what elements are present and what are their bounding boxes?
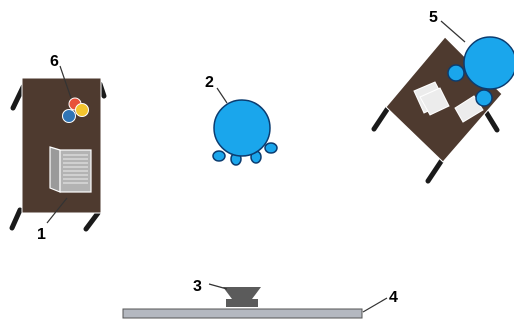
callout-1: 1	[37, 226, 46, 243]
cups-icon	[62, 97, 89, 123]
leader-lines	[46, 20, 466, 313]
callout-labels: 1 6 2 3 4 5	[37, 9, 438, 306]
laptop-icon	[49, 146, 92, 193]
callout-2: 2	[205, 74, 214, 91]
right-desk-legs	[371, 105, 500, 184]
person-top-view-icon	[212, 99, 278, 166]
paper-sheets-icon	[413, 81, 484, 123]
callout-4: 4	[389, 289, 398, 306]
shelf-board-icon	[122, 308, 363, 319]
callout-3: 3	[193, 278, 202, 295]
left-desk-group	[9, 77, 107, 232]
right-desk-group	[371, 36, 514, 184]
center-person	[212, 99, 278, 166]
speaker-base	[226, 299, 258, 307]
person-top-view-icon	[447, 36, 514, 107]
speaker-and-board	[122, 287, 363, 319]
callout-5: 5	[429, 9, 438, 26]
speaker-icon	[223, 287, 261, 299]
callout-6: 6	[50, 53, 59, 70]
desk-icon	[21, 77, 102, 214]
